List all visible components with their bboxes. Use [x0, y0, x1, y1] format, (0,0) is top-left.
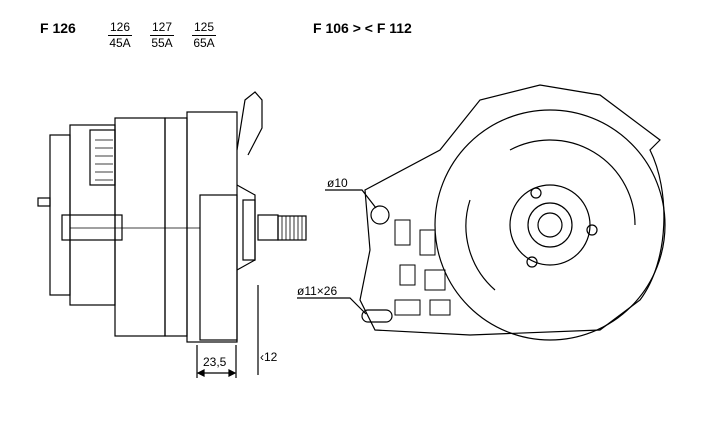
model-label: F 126: [40, 20, 76, 36]
variant-current: 55A: [151, 36, 173, 50]
variant-125: 125 65A: [192, 20, 217, 51]
variant-current: 45A: [109, 36, 131, 50]
variant-current: 65A: [193, 36, 215, 50]
range-label: F 106 > < F 112: [313, 20, 412, 36]
hole-diameter-label: ø10: [327, 176, 348, 190]
width-dimension-label: 23,5: [203, 355, 227, 369]
variant-126: 126 45A: [108, 20, 133, 51]
variant-number: 127: [150, 20, 175, 36]
offset-dimension-label: ‹12: [260, 350, 278, 364]
alternator-front-view: [297, 84, 666, 341]
variant-number: 126: [108, 20, 133, 36]
variant-number: 125: [192, 20, 217, 36]
slot-dimension-label: ø11×26: [297, 284, 338, 298]
alternator-side-view: [37, 91, 307, 378]
variant-127: 127 55A: [150, 20, 175, 51]
